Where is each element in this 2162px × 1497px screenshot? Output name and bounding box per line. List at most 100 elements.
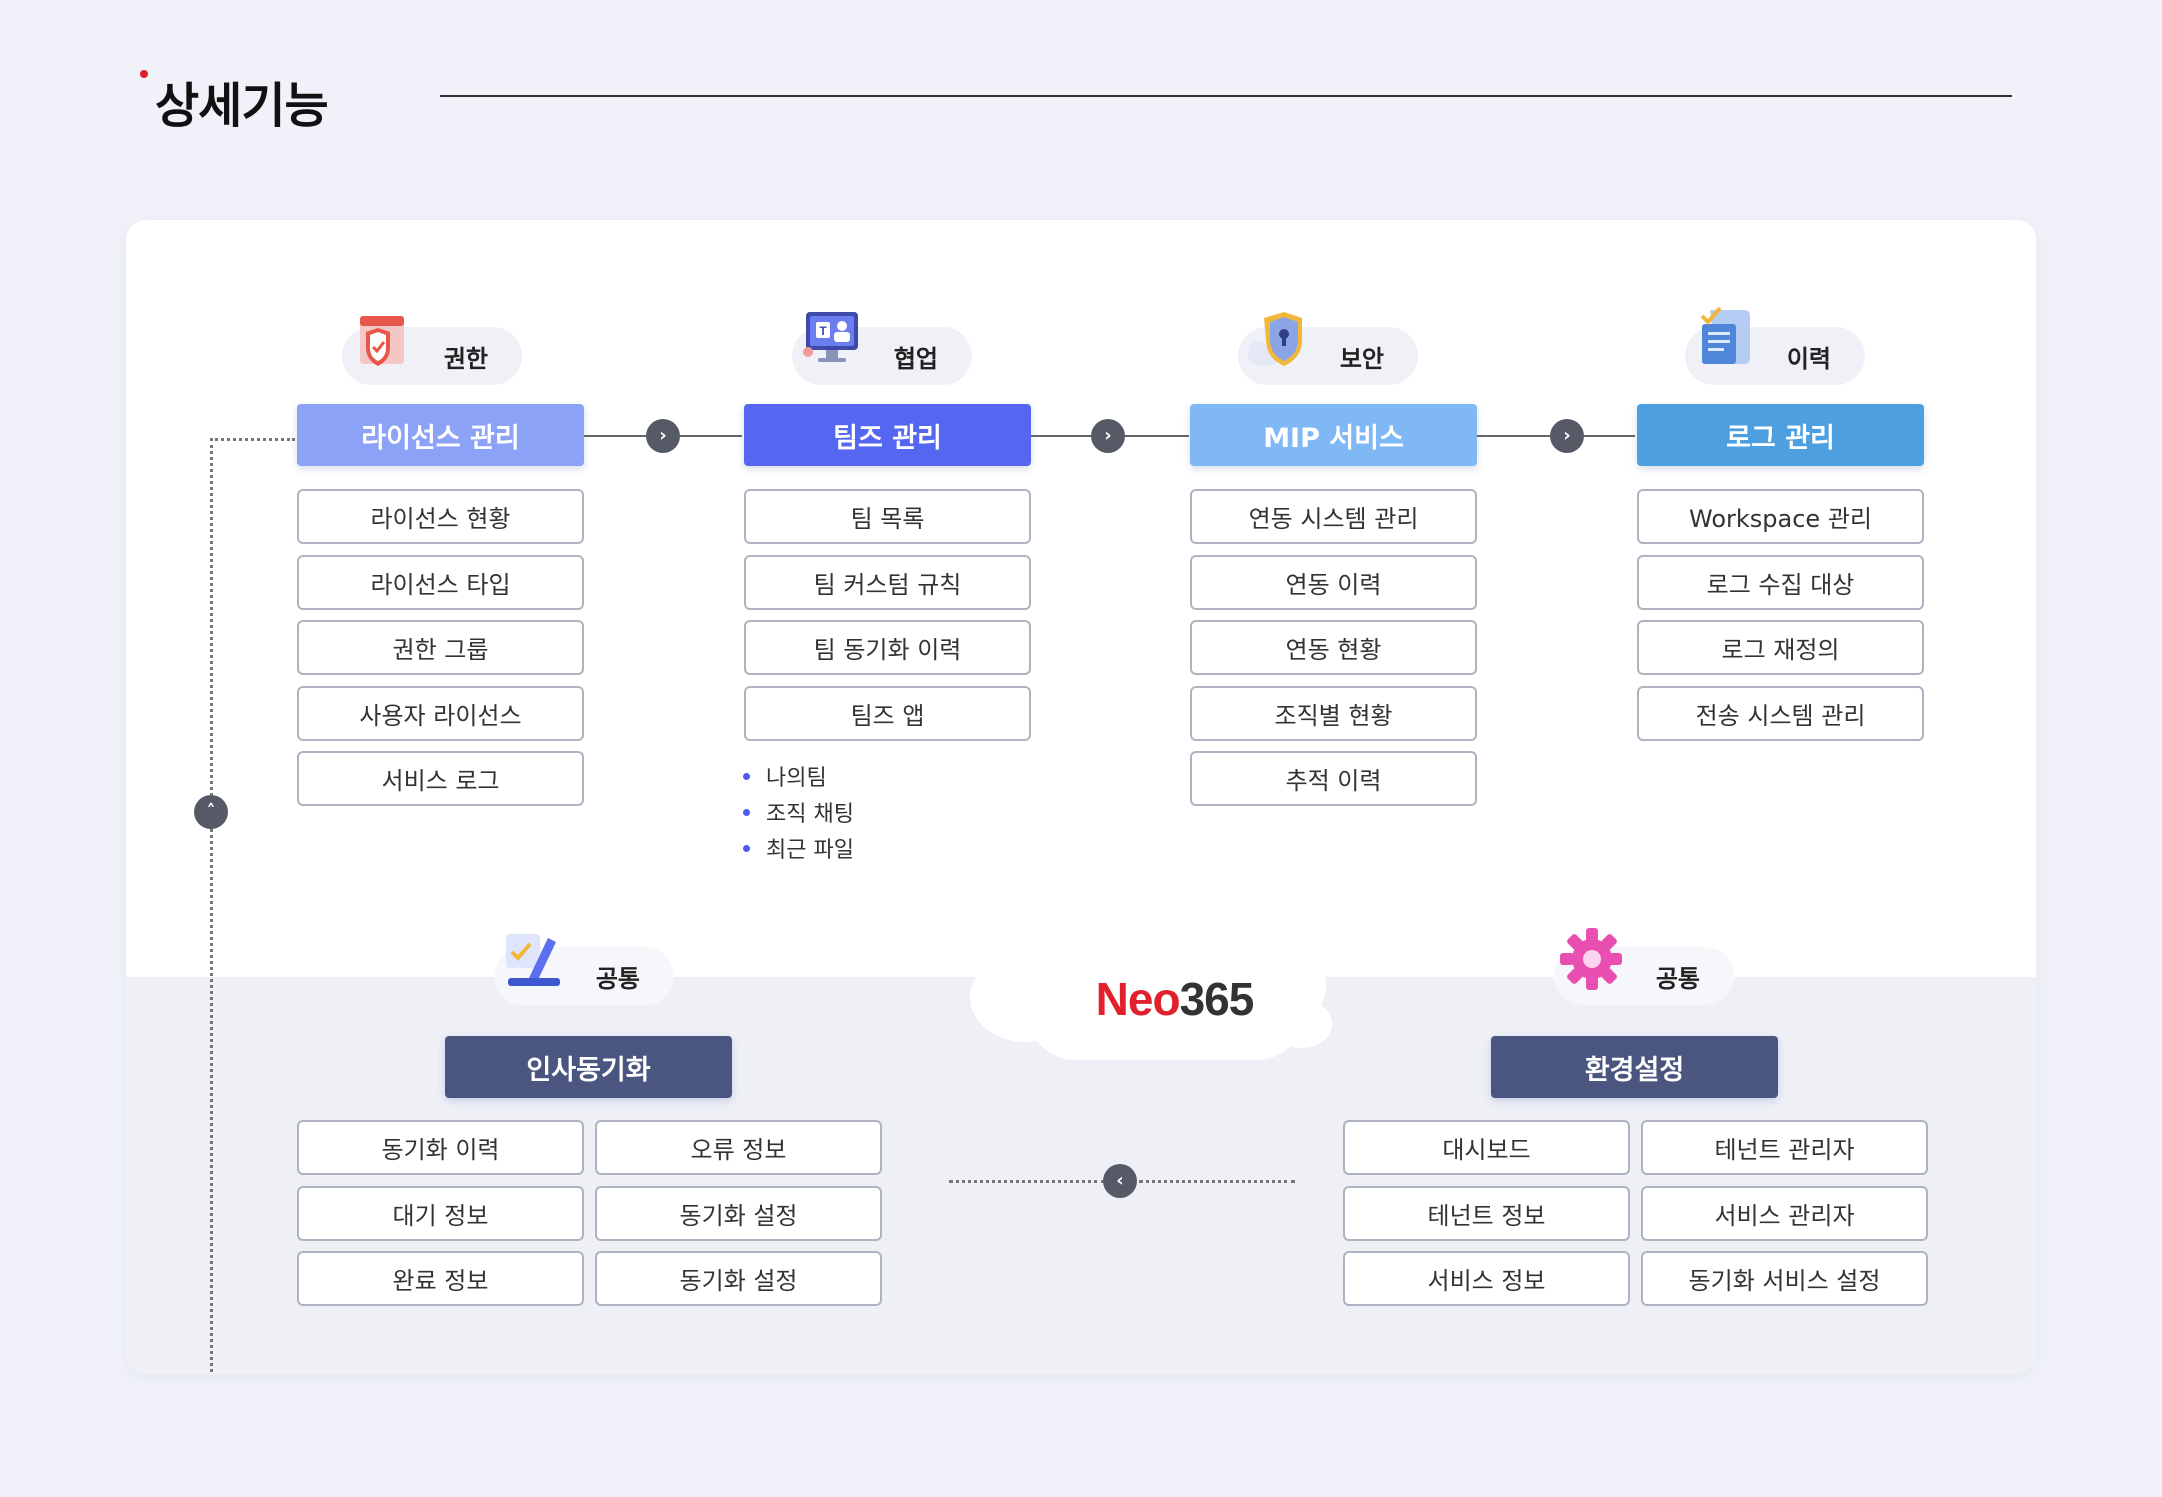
item-service-log[interactable]: 서비스 로그 bbox=[297, 751, 584, 806]
header-label: MIP 서비스 bbox=[1263, 422, 1404, 454]
item-label: 조직별 현황 bbox=[1274, 702, 1393, 730]
item-sync-settings-2[interactable]: 동기화 설정 bbox=[595, 1251, 882, 1306]
arrow-right-icon[interactable]: › bbox=[646, 419, 680, 453]
item-teams-app[interactable]: 팀즈 앱 bbox=[744, 686, 1031, 741]
category-label: 권한 bbox=[443, 344, 488, 373]
header-label: 환경설정 bbox=[1584, 1054, 1685, 1086]
bullet-dot bbox=[743, 844, 750, 852]
brand-number: 365 bbox=[1179, 973, 1255, 1025]
lock-shield-cloud-icon bbox=[1248, 312, 1302, 366]
item-label: 대시보드 bbox=[1442, 1136, 1531, 1164]
item-label: 대기 정보 bbox=[392, 1202, 489, 1230]
header-log-management[interactable]: 로그 관리 bbox=[1637, 404, 1924, 466]
loop-connector-top bbox=[210, 438, 295, 441]
item-tenant-admin[interactable]: 테넌트 관리자 bbox=[1641, 1120, 1928, 1175]
item-complete-info[interactable]: 완료 정보 bbox=[297, 1251, 584, 1306]
category-label: 공통 bbox=[1655, 964, 1700, 993]
bullet-label: 조직 채팅 bbox=[766, 802, 854, 827]
page-title: 상세기능 bbox=[155, 78, 329, 134]
item-user-license[interactable]: 사용자 라이선스 bbox=[297, 686, 584, 741]
loop-connector-vertical bbox=[210, 438, 213, 1374]
item-label: 라이선스 현황 bbox=[370, 505, 511, 533]
item-label: 추적 이력 bbox=[1285, 767, 1382, 795]
feature-card: 권한 라이선스 관리 라이선스 현황 라이선스 타입 권한 그룹 사용자 라이선… bbox=[126, 220, 2036, 1374]
item-label: 라이선스 타입 bbox=[370, 571, 511, 599]
item-label: 동기화 이력 bbox=[381, 1136, 500, 1164]
item-label: 연동 이력 bbox=[1285, 571, 1382, 599]
header-settings[interactable]: 환경설정 bbox=[1491, 1036, 1778, 1098]
bullet-item: 나의팀 bbox=[743, 760, 827, 792]
item-label: 연동 시스템 관리 bbox=[1248, 505, 1419, 533]
item-service-info[interactable]: 서비스 정보 bbox=[1343, 1251, 1630, 1306]
item-label: 팀 커스텀 규칙 bbox=[813, 571, 962, 599]
item-label: 팀즈 앱 bbox=[850, 702, 925, 730]
item-workspace-management[interactable]: Workspace 관리 bbox=[1637, 489, 1924, 544]
item-log-redefinition[interactable]: 로그 재정의 bbox=[1637, 620, 1924, 675]
bottom-connector-right bbox=[1139, 1180, 1295, 1183]
item-integration-system-management[interactable]: 연동 시스템 관리 bbox=[1190, 489, 1477, 544]
bullet-item: 최근 파일 bbox=[743, 832, 854, 864]
item-tenant-info[interactable]: 테넌트 정보 bbox=[1343, 1186, 1630, 1241]
item-label: 로그 재정의 bbox=[1721, 636, 1840, 664]
header-mip-service[interactable]: MIP 서비스 bbox=[1190, 404, 1477, 466]
header-label: 로그 관리 bbox=[1726, 422, 1835, 454]
header-label: 인사동기화 bbox=[526, 1054, 651, 1086]
pencil-chart-icon bbox=[506, 934, 560, 986]
arrow-right-icon[interactable]: › bbox=[1550, 419, 1584, 453]
header-hr-sync[interactable]: 인사동기화 bbox=[445, 1036, 732, 1098]
item-label: 완료 정보 bbox=[392, 1267, 489, 1295]
item-org-status[interactable]: 조직별 현황 bbox=[1190, 686, 1477, 741]
header-label: 팀즈 관리 bbox=[833, 422, 942, 454]
item-team-list[interactable]: 팀 목록 bbox=[744, 489, 1031, 544]
item-label: 테넌트 정보 bbox=[1427, 1202, 1546, 1230]
item-sync-service-settings[interactable]: 동기화 서비스 설정 bbox=[1641, 1251, 1928, 1306]
item-label: 오류 정보 bbox=[690, 1136, 787, 1164]
item-sync-history[interactable]: 동기화 이력 bbox=[297, 1120, 584, 1175]
header-license-management[interactable]: 라이선스 관리 bbox=[297, 404, 584, 466]
header-teams-management[interactable]: 팀즈 관리 bbox=[744, 404, 1031, 466]
item-waiting-info[interactable]: 대기 정보 bbox=[297, 1186, 584, 1241]
gear-icon bbox=[1560, 928, 1622, 990]
item-label: 서비스 정보 bbox=[1427, 1267, 1546, 1295]
bullet-dot bbox=[743, 808, 750, 816]
shield-window-icon bbox=[360, 316, 404, 366]
arrow-right-icon[interactable]: › bbox=[1091, 419, 1125, 453]
item-label: 동기화 서비스 설정 bbox=[1688, 1267, 1881, 1295]
item-label: 전송 시스템 관리 bbox=[1695, 702, 1866, 730]
item-label: 테넌트 관리자 bbox=[1714, 1136, 1855, 1164]
item-label: 사용자 라이선스 bbox=[359, 702, 522, 730]
document-check-icon bbox=[1700, 306, 1750, 364]
item-label: 로그 수집 대상 bbox=[1706, 571, 1855, 599]
item-team-custom-rules[interactable]: 팀 커스텀 규칙 bbox=[744, 555, 1031, 610]
item-license-status[interactable]: 라이선스 현황 bbox=[297, 489, 584, 544]
item-team-sync-history[interactable]: 팀 동기화 이력 bbox=[744, 620, 1031, 675]
item-integration-status[interactable]: 연동 현황 bbox=[1190, 620, 1477, 675]
item-label: 동기화 설정 bbox=[679, 1267, 798, 1295]
bullet-label: 최근 파일 bbox=[766, 838, 854, 863]
bullet-dot bbox=[743, 772, 750, 780]
cloud-base bbox=[1026, 960, 1306, 1060]
item-log-collection-target[interactable]: 로그 수집 대상 bbox=[1637, 555, 1924, 610]
item-label: 연동 현황 bbox=[1285, 636, 1382, 664]
item-error-info[interactable]: 오류 정보 bbox=[595, 1120, 882, 1175]
item-integration-history[interactable]: 연동 이력 bbox=[1190, 555, 1477, 610]
item-label: 권한 그룹 bbox=[392, 636, 489, 664]
item-sync-settings[interactable]: 동기화 설정 bbox=[595, 1186, 882, 1241]
arrow-left-icon[interactable]: ‹ bbox=[1103, 1164, 1137, 1198]
item-dashboard[interactable]: 대시보드 bbox=[1343, 1120, 1630, 1175]
item-label: 동기화 설정 bbox=[679, 1202, 798, 1230]
bullet-item: 조직 채팅 bbox=[743, 796, 854, 828]
category-label: 협업 bbox=[893, 344, 938, 373]
category-label: 공통 bbox=[595, 964, 640, 993]
item-license-type[interactable]: 라이선스 타입 bbox=[297, 555, 584, 610]
item-label: 팀 목록 bbox=[850, 505, 925, 533]
item-transfer-system-management[interactable]: 전송 시스템 관리 bbox=[1637, 686, 1924, 741]
item-tracking-history[interactable]: 추적 이력 bbox=[1190, 751, 1477, 806]
item-permission-group[interactable]: 권한 그룹 bbox=[297, 620, 584, 675]
arrow-up-icon[interactable]: ˄ bbox=[194, 795, 228, 829]
bullet-label: 나의팀 bbox=[766, 766, 827, 791]
category-label: 보안 bbox=[1339, 344, 1384, 373]
brand-cloud: Neo365 bbox=[936, 860, 1416, 1120]
bottom-connector-left bbox=[949, 1180, 1105, 1183]
item-service-admin[interactable]: 서비스 관리자 bbox=[1641, 1186, 1928, 1241]
